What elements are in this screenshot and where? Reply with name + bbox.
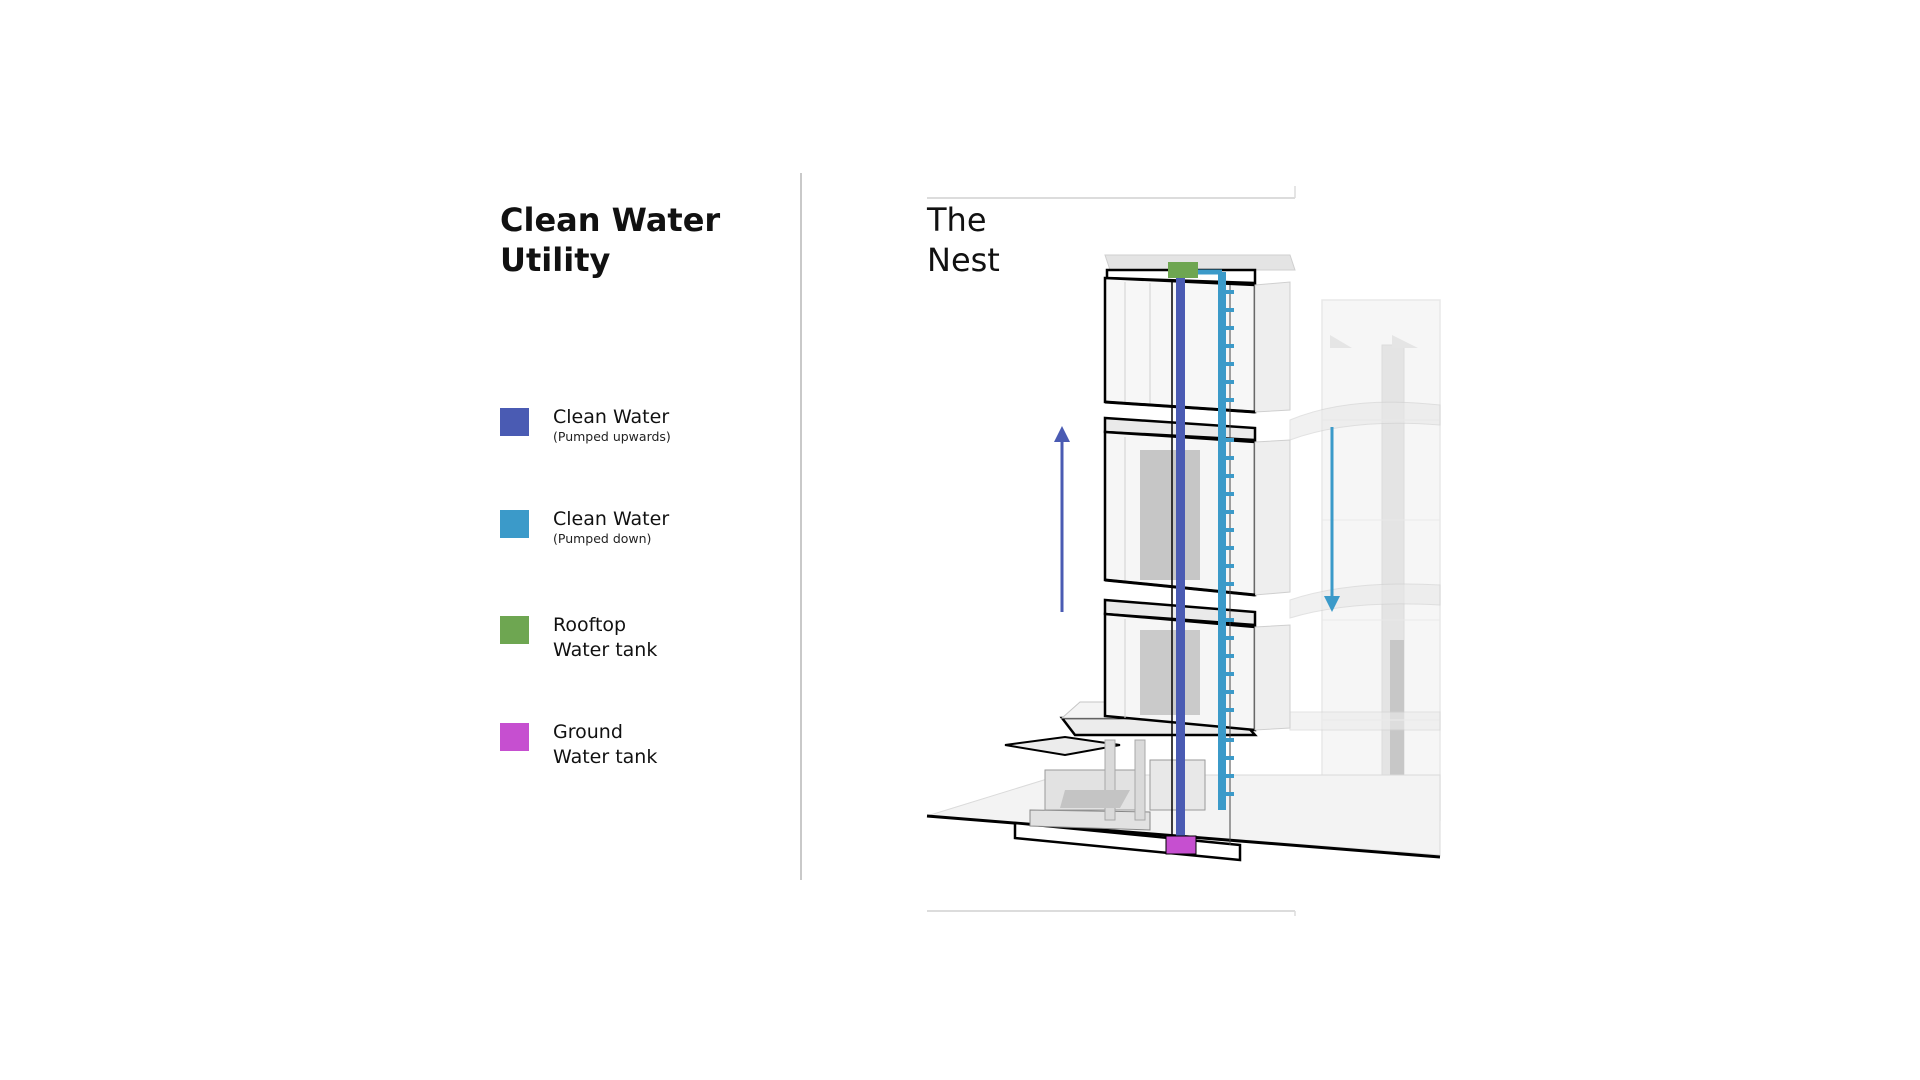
- legend-label-line-1: Rooftop: [553, 614, 627, 636]
- ground-tank-swatch: [500, 723, 529, 751]
- building-title-line-2: Nest: [927, 241, 1000, 279]
- rooftop-tank-swatch: [500, 616, 529, 644]
- neighbour-tower: [1321, 299, 1441, 826]
- upward-flow-arrow: [1054, 426, 1070, 612]
- sky-bridges: [1289, 401, 1441, 731]
- legend-sublabel: (Pumped down): [553, 531, 652, 546]
- legend-label: Rooftop Water tank: [553, 613, 657, 663]
- building-title-line-1: The: [927, 201, 987, 239]
- diagram-title: Clean Water Utility: [500, 200, 720, 280]
- legend-label-line-2: Water tank: [553, 746, 658, 768]
- legend-label: Clean Water: [553, 508, 670, 530]
- ground-water-tank: [1165, 835, 1197, 855]
- tower-upper-volume: [1103, 254, 1296, 414]
- tower-middle-volume: [1103, 416, 1291, 597]
- vertical-divider: [800, 173, 802, 880]
- downward-pipe-swatch: [500, 510, 529, 538]
- downward-pipe: [1195, 269, 1234, 810]
- legend-label: Clean Water: [553, 406, 670, 428]
- title-line-1: Clean Water: [500, 201, 721, 239]
- building-title: The Nest: [927, 200, 1000, 280]
- title-line-2: Utility: [500, 241, 611, 279]
- upward-pipe-swatch: [500, 408, 529, 436]
- downward-flow-arrow: [1324, 427, 1340, 612]
- legend-label-line-1: Ground: [553, 721, 623, 743]
- upward-pipe: [1176, 278, 1185, 846]
- legend-label-line-2: Water tank: [553, 639, 658, 661]
- rooftop-water-tank: [1168, 262, 1198, 278]
- legend-label: Ground Water tank: [553, 720, 657, 770]
- tower-lower-volume: [1103, 598, 1291, 732]
- legend-sublabel: (Pumped upwards): [553, 429, 671, 444]
